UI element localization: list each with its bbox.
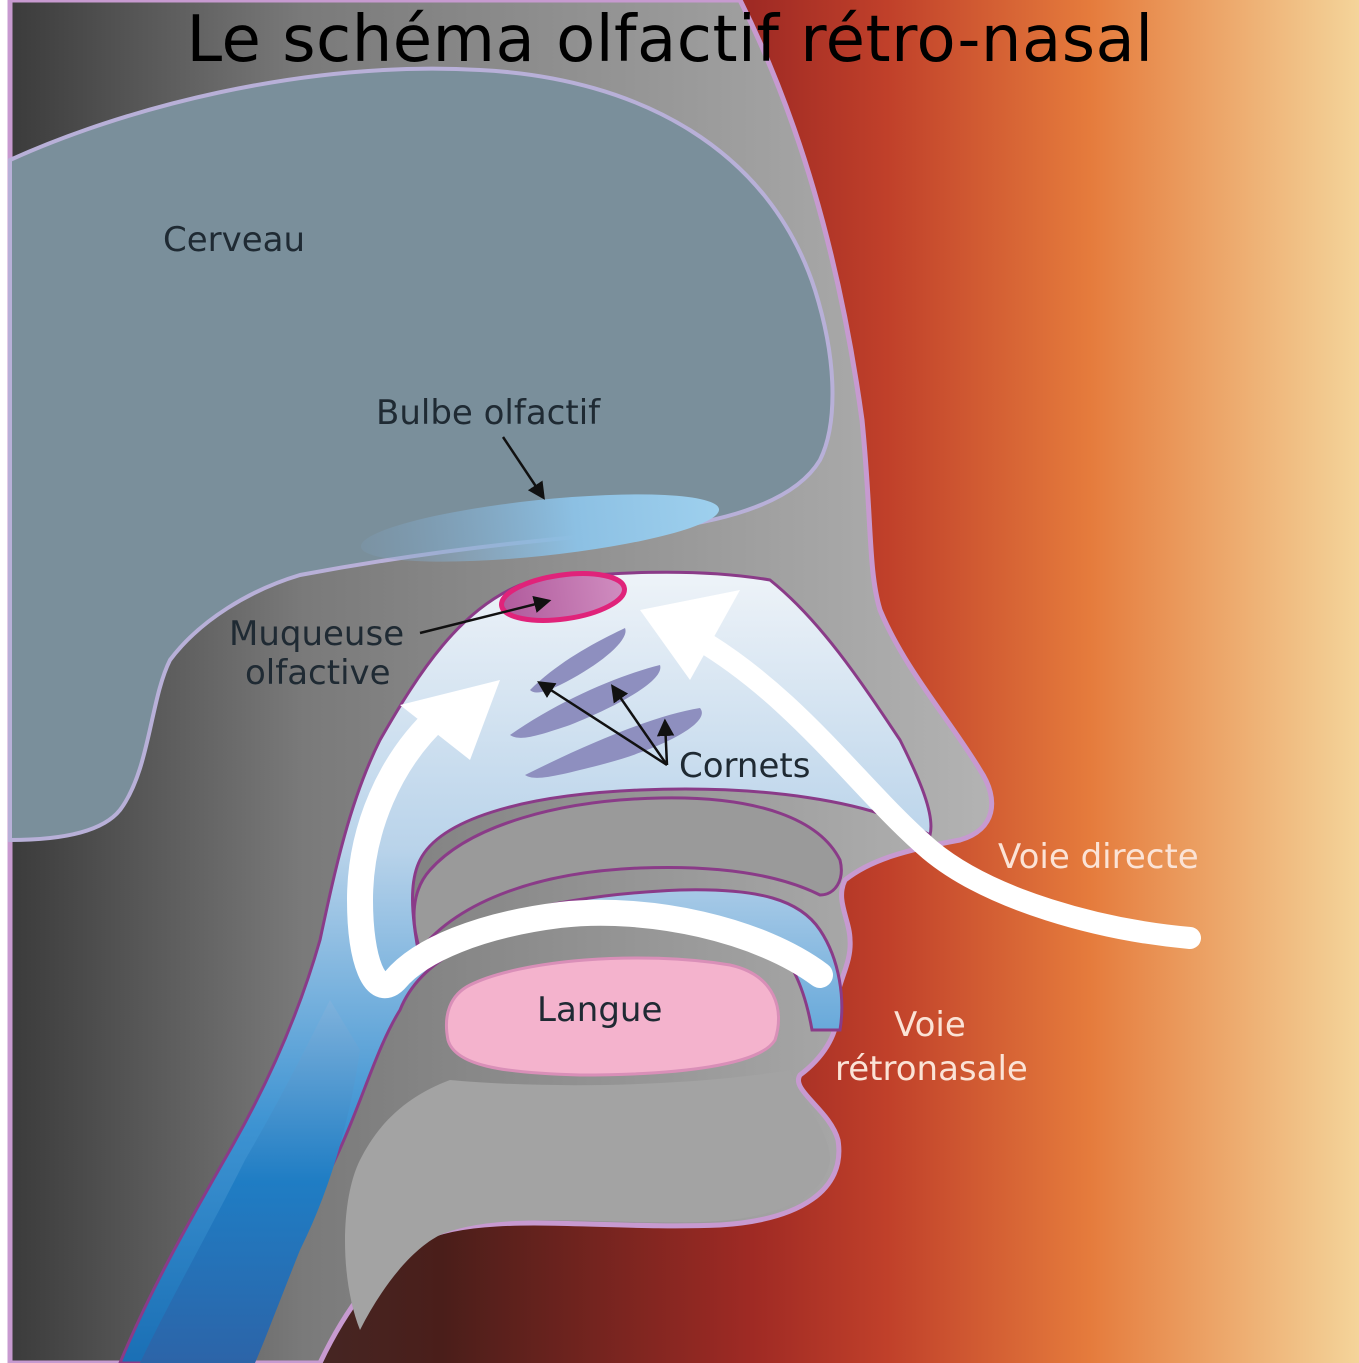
- label-retronasale: rétronasale: [835, 1049, 1028, 1089]
- label-cornets: Cornets: [679, 746, 810, 786]
- label-bulbe-olfactif: Bulbe olfactif: [376, 393, 601, 433]
- label-langue: Langue: [537, 990, 662, 1030]
- page-title: Le schéma olfactif rétro-nasal: [0, 2, 1340, 78]
- label-cerveau: Cerveau: [163, 220, 305, 260]
- label-muqueuse: Muqueuse: [229, 614, 404, 654]
- label-voie: Voie: [894, 1005, 966, 1045]
- label-olfactive: olfactive: [245, 653, 391, 693]
- label-voie-directe: Voie directe: [998, 837, 1199, 877]
